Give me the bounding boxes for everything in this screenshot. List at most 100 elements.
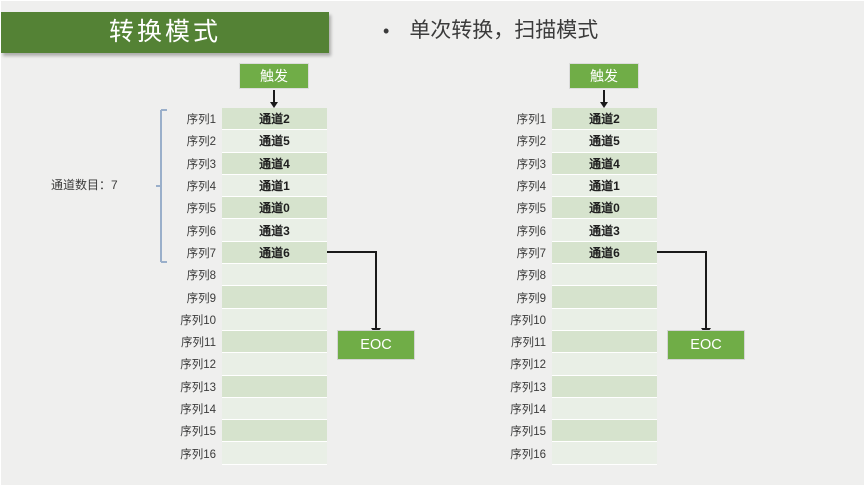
sequence-label-right-3: 序列3 (516, 158, 546, 171)
sequence-label-left-1: 序列1 (186, 114, 216, 127)
channel-cell-left-12[interactable] (222, 353, 327, 376)
sequence-row: 序列14 (165, 397, 327, 421)
sequence-label-right-12: 序列12 (510, 359, 546, 372)
channel-cell-right-8[interactable] (552, 264, 657, 287)
eoc-connector-horizontal-left (327, 251, 377, 253)
trigger-arrow-head-left (270, 102, 278, 108)
sequence-row: 序列6 通道3 (165, 219, 327, 242)
sequence-label-right-1: 序列1 (516, 114, 546, 127)
sequence-label-right-14: 序列14 (510, 404, 546, 416)
bullet-line: • 单次转换，扫描模式 (383, 20, 598, 41)
channel-cell-right-15[interactable] (552, 420, 657, 443)
sequence-row: 序列8 (165, 264, 327, 287)
trigger-box-right[interactable]: 触发 (569, 63, 639, 89)
sequence-label-left-4: 序列4 (186, 181, 216, 194)
sequence-label-left-13: 序列13 (180, 381, 216, 394)
eoc-connector-horizontal-right (657, 251, 707, 253)
sequence-row: 序列16 (495, 442, 657, 465)
sequence-label-right-16: 序列16 (510, 448, 546, 461)
channel-cell-left-1[interactable]: 通道2 (222, 108, 327, 131)
channel-cell-right-1[interactable]: 通道2 (552, 108, 657, 131)
channel-cell-left-10[interactable] (222, 308, 327, 331)
sequence-label-left-9: 序列9 (186, 292, 216, 305)
sequence-row: 序列11 (165, 330, 327, 354)
trigger-box-left[interactable]: 触发 (239, 63, 309, 89)
sequence-row: 序列3 通道4 (165, 152, 327, 175)
sequence-row: 序列7 通道6 (165, 241, 327, 265)
channel-cell-left-5[interactable]: 通道0 (222, 197, 327, 220)
channel-cell-left-9[interactable] (222, 286, 327, 309)
channel-cell-right-11[interactable] (552, 330, 657, 354)
sequence-label-right-4: 序列4 (516, 181, 546, 194)
sequence-label-left-8: 序列8 (186, 270, 216, 283)
bullet-marker-icon: • (383, 21, 390, 41)
channel-cell-right-9[interactable] (552, 286, 657, 309)
eoc-box-left[interactable]: EOC (337, 330, 415, 360)
slide-title-banner: 转换模式 (1, 12, 329, 53)
eoc-connector-left (327, 251, 381, 335)
sequence-row: 序列10 (165, 308, 327, 331)
sequence-label-left-7: 序列7 (186, 247, 216, 260)
sequence-row: 序列14 (495, 397, 657, 421)
trigger-label-left: 触发 (260, 68, 288, 84)
sequence-row: 序列4 通道1 (495, 174, 657, 198)
channel-cell-left-4[interactable]: 通道1 (222, 174, 327, 198)
sequence-row: 序列11 (495, 330, 657, 354)
eoc-box-right[interactable]: EOC (667, 330, 745, 360)
channel-cell-right-16[interactable] (552, 442, 657, 465)
sequence-label-left-6: 序列6 (186, 225, 216, 238)
channel-cell-right-7[interactable]: 通道6 (552, 241, 657, 265)
sequence-label-left-15: 序列15 (180, 426, 216, 439)
channel-cell-right-2[interactable]: 通道5 (552, 130, 657, 153)
sequence-label-right-10: 序列10 (510, 314, 546, 327)
trigger-arrow-shaft-right (603, 90, 605, 103)
trigger-arrow-left (270, 90, 279, 108)
channel-cell-left-3[interactable]: 通道4 (222, 152, 327, 175)
channel-cell-left-6[interactable]: 通道3 (222, 219, 327, 242)
sequence-label-right-11: 序列11 (511, 337, 546, 350)
channel-cell-right-4[interactable]: 通道1 (552, 174, 657, 198)
channel-cell-right-3[interactable]: 通道4 (552, 152, 657, 175)
sequence-row: 序列3 通道4 (495, 152, 657, 175)
channel-cell-left-14[interactable] (222, 397, 327, 421)
channel-cell-left-16[interactable] (222, 442, 327, 465)
channel-cell-right-12[interactable] (552, 353, 657, 376)
sequence-label-left-5: 序列5 (186, 203, 216, 216)
channel-cell-right-13[interactable] (552, 375, 657, 398)
sequence-row: 序列15 (495, 420, 657, 443)
sequence-row: 序列9 (165, 286, 327, 309)
sequence-label-right-9: 序列9 (516, 292, 546, 305)
channel-cell-right-6[interactable]: 通道3 (552, 219, 657, 242)
channel-cell-left-15[interactable] (222, 420, 327, 443)
channel-cell-right-10[interactable] (552, 308, 657, 331)
sequence-label-right-15: 序列15 (510, 426, 546, 439)
trigger-label-right: 触发 (590, 68, 618, 84)
channel-cell-left-11[interactable] (222, 330, 327, 354)
eoc-label-right: EOC (690, 337, 722, 353)
sequence-label-right-6: 序列6 (516, 225, 546, 238)
sequence-row: 序列5 通道0 (495, 197, 657, 220)
sequence-row: 序列1 通道2 (495, 108, 657, 131)
sequence-label-right-5: 序列5 (516, 203, 546, 216)
channel-cell-left-7[interactable]: 通道6 (222, 241, 327, 265)
sequence-row: 序列13 (495, 375, 657, 398)
brace-bottom-tick (161, 261, 167, 263)
channel-cell-left-13[interactable] (222, 375, 327, 398)
sequence-label-left-3: 序列3 (186, 158, 216, 171)
eoc-connector-vertical-right (705, 251, 707, 328)
channel-cell-left-8[interactable] (222, 264, 327, 287)
channel-cell-right-14[interactable] (552, 397, 657, 421)
sequence-row: 序列8 (495, 264, 657, 287)
channel-cell-left-2[interactable]: 通道5 (222, 130, 327, 153)
sequence-row: 序列4 通道1 (165, 174, 327, 198)
trigger-arrow-head-right (600, 102, 608, 108)
channel-cell-right-5[interactable]: 通道0 (552, 197, 657, 220)
sequence-row: 序列10 (495, 308, 657, 331)
sequence-row: 序列16 (165, 442, 327, 465)
page-title: 转换模式 (108, 18, 221, 46)
brace-top-tick (161, 109, 167, 111)
channel-count-label: 通道数目：7 (51, 178, 118, 192)
